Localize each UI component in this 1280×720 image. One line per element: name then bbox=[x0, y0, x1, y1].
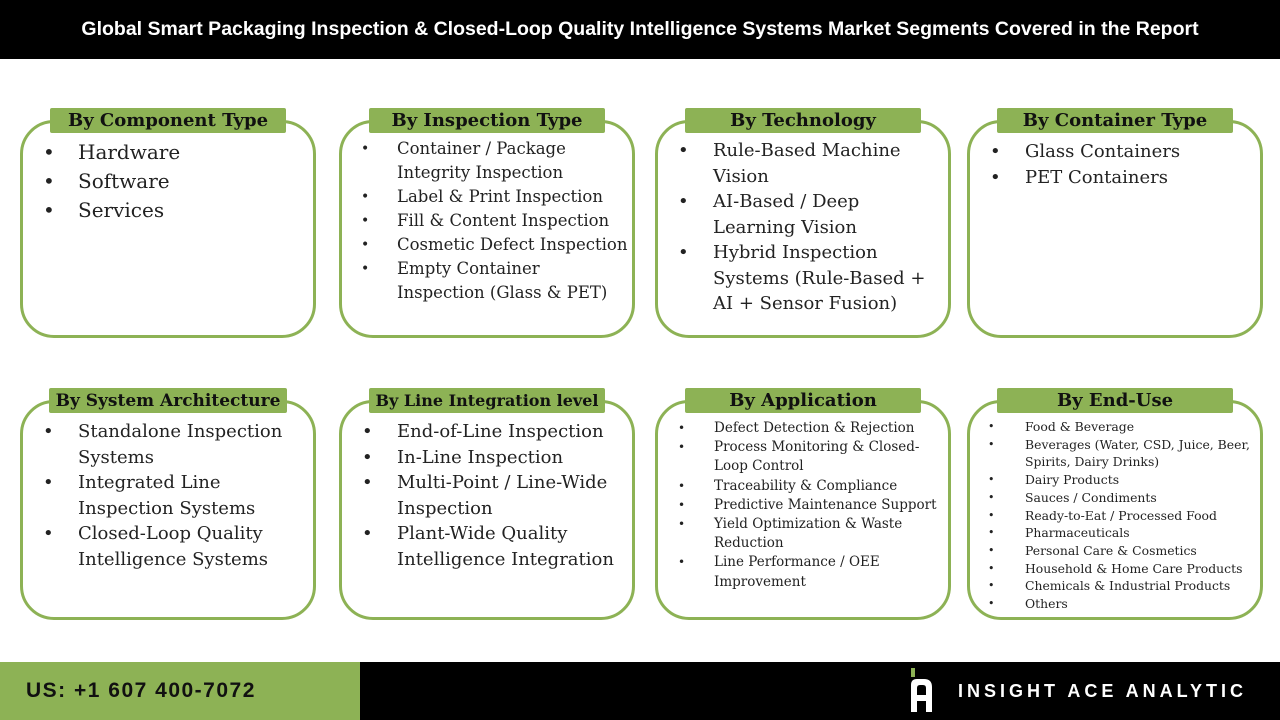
segment-label: By End-Use bbox=[997, 388, 1233, 413]
brand-bar: INSIGHT ACE ANALYTIC bbox=[360, 662, 1280, 720]
segment-card-system-architecture: By System Architecture Standalone Inspec… bbox=[20, 388, 316, 620]
segment-list: Hardware Software Services bbox=[43, 139, 305, 226]
list-item: In-Line Inspection bbox=[362, 445, 626, 471]
list-item: Beverages (Water, CSD, Juice, Beer, Spir… bbox=[988, 436, 1256, 471]
list-item: Fill & Content Inspection bbox=[361, 209, 628, 233]
list-item: Line Performance / OEE Improvement bbox=[678, 553, 944, 591]
list-item: Plant-Wide Quality Intelligence Integrat… bbox=[362, 521, 626, 572]
segment-label: By Line Integration level bbox=[369, 388, 605, 413]
list-item: Traceability & Compliance bbox=[678, 477, 944, 496]
segment-list: Glass Containers PET Containers bbox=[990, 139, 1254, 190]
segment-list: Container / Package Integrity Inspection… bbox=[361, 137, 628, 305]
list-item: Software bbox=[43, 168, 305, 194]
segment-list: Food & Beverage Beverages (Water, CSD, J… bbox=[988, 418, 1256, 613]
list-item: Hardware bbox=[43, 139, 305, 165]
segment-label: By Inspection Type bbox=[369, 108, 605, 133]
list-item: Yield Optimization & Waste Reduction bbox=[678, 515, 944, 553]
segment-card-application: By Application Defect Detection & Reject… bbox=[655, 388, 951, 620]
list-item: Dairy Products bbox=[988, 471, 1256, 489]
list-item: Services bbox=[43, 197, 305, 223]
segment-list: Defect Detection & Rejection Process Mon… bbox=[678, 419, 944, 592]
list-item: Integrated Line Inspection Systems bbox=[43, 470, 307, 521]
list-item: Rule-Based Machine Vision bbox=[678, 138, 942, 189]
list-item: Predictive Maintenance Support bbox=[678, 496, 944, 515]
list-item: Empty Container Inspection (Glass & PET) bbox=[361, 257, 628, 305]
list-item: Ready-to-Eat / Processed Food bbox=[988, 507, 1256, 525]
list-item: Closed-Loop Quality Intelligence Systems bbox=[43, 521, 307, 572]
brand-name: INSIGHT ACE ANALYTIC bbox=[958, 680, 1248, 701]
segment-label: By System Architecture bbox=[49, 388, 287, 413]
segment-list: Rule-Based Machine Vision AI-Based / Dee… bbox=[678, 138, 942, 317]
segment-label: By Application bbox=[685, 388, 921, 413]
list-item: Cosmetic Defect Inspection bbox=[361, 233, 628, 257]
list-item: Defect Detection & Rejection bbox=[678, 419, 944, 438]
list-item: Process Monitoring & Closed-Loop Control bbox=[678, 438, 944, 476]
list-item: PET Containers bbox=[990, 165, 1254, 191]
segment-label: By Technology bbox=[685, 108, 921, 133]
segment-card-inspection-type: By Inspection Type Container / Package I… bbox=[339, 108, 635, 338]
segment-label: By Component Type bbox=[50, 108, 286, 133]
list-item: AI-Based / Deep Learning Vision bbox=[678, 189, 942, 240]
list-item: End-of-Line Inspection bbox=[362, 419, 626, 445]
contact-phone: US: +1 607 400-7072 bbox=[0, 662, 360, 720]
list-item: Sauces / Condiments bbox=[988, 489, 1256, 507]
page-title: Global Smart Packaging Inspection & Clos… bbox=[0, 0, 1280, 59]
segment-list: Standalone Inspection Systems Integrated… bbox=[43, 419, 307, 572]
segment-card-component-type: By Component Type Hardware Software Serv… bbox=[20, 108, 316, 338]
list-item: Pharmaceuticals bbox=[988, 524, 1256, 542]
list-item: Food & Beverage bbox=[988, 418, 1256, 436]
segment-card-technology: By Technology Rule-Based Machine Vision … bbox=[655, 108, 951, 338]
list-item: Multi-Point / Line-Wide Inspection bbox=[362, 470, 626, 521]
segment-card-container-type: By Container Type Glass Containers PET C… bbox=[967, 108, 1263, 338]
segment-label: By Container Type bbox=[997, 108, 1233, 133]
list-item: Label & Print Inspection bbox=[361, 185, 628, 209]
list-item: Glass Containers bbox=[990, 139, 1254, 165]
segment-list: End-of-Line Inspection In-Line Inspectio… bbox=[362, 419, 626, 572]
list-item: Chemicals & Industrial Products bbox=[988, 577, 1256, 595]
list-item: Hybrid Inspection Systems (Rule-Based + … bbox=[678, 240, 942, 317]
insight-ace-logo-icon bbox=[911, 668, 932, 712]
segment-card-end-use: By End-Use Food & Beverage Beverages (Wa… bbox=[967, 388, 1263, 620]
list-item: Container / Package Integrity Inspection bbox=[361, 137, 628, 185]
segment-card-line-integration-level: By Line Integration level End-of-Line In… bbox=[339, 388, 635, 620]
list-item: Household & Home Care Products bbox=[988, 560, 1256, 578]
list-item: Personal Care & Cosmetics bbox=[988, 542, 1256, 560]
list-item: Others bbox=[988, 595, 1256, 613]
list-item: Standalone Inspection Systems bbox=[43, 419, 307, 470]
